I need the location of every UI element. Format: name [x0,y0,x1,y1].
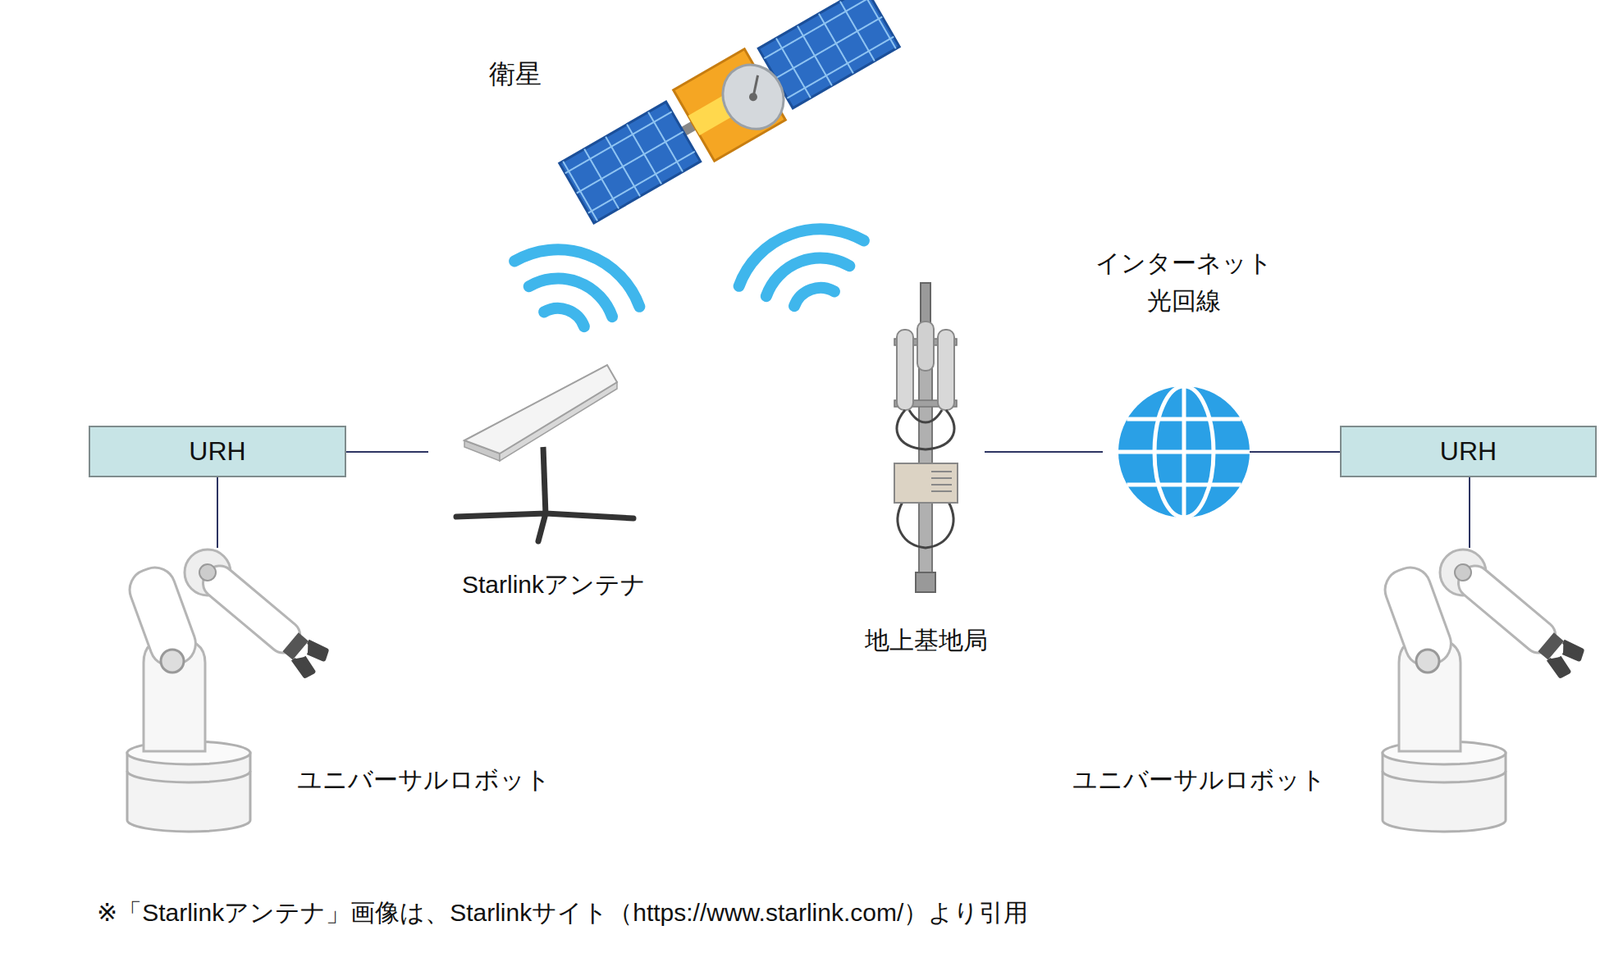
globe-disc [1118,386,1250,518]
radio-waves [728,211,878,322]
wire [217,452,1470,549]
footnote: ※「Starlinkアンテナ」画像は、Starlinkサイト（https://w… [96,898,1029,928]
part-label: 衛星 [489,58,542,90]
part-label: ユニバーサルロボット [297,765,551,796]
part-label: ユニバーサルロボット [1072,765,1326,796]
network-label: インターネット 光回線 [1085,244,1283,320]
base-station-tower [894,283,958,593]
box-label: URH [1440,436,1497,467]
globe-icon [1116,384,1252,520]
globe-grid [1118,386,1250,518]
satellite-icon [556,0,903,229]
link-line [1249,451,1340,453]
part-label: Starlinkアンテナ [461,570,646,600]
internet-node: インターネット 光回線 [1085,244,1283,520]
urh-box: URH [1339,425,1597,478]
part-label: 地上基地局 [864,626,988,656]
box-label: URH [188,436,246,467]
universal-robot [1379,549,1585,832]
urh-box: URH [88,425,347,478]
starlink-antenna [456,365,634,542]
radio-waves [501,232,650,343]
